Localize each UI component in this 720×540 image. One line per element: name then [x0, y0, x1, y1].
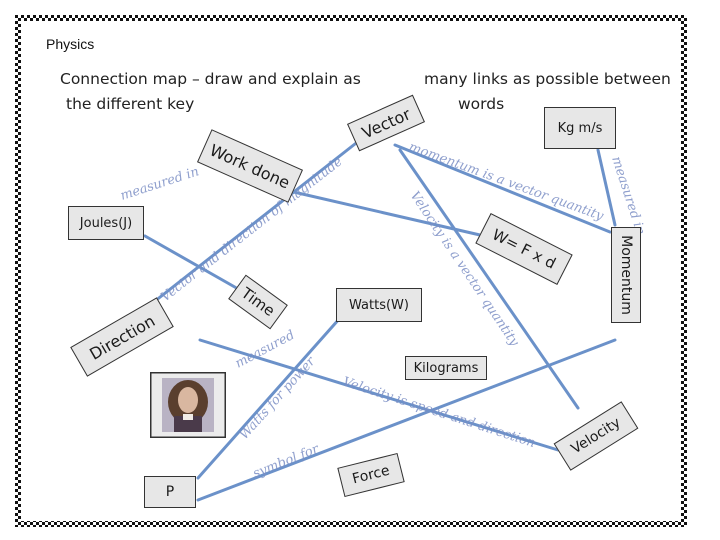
keyword-momentum: Momentum	[611, 227, 641, 323]
instruction-line-2a: the different key	[66, 95, 195, 113]
annotation-symbol-for: symbol for	[251, 441, 322, 481]
link-vector-momentum	[393, 143, 612, 234]
scientist-portrait-image	[150, 372, 226, 438]
annotation-momentum-vector: momentum is a vector quantity	[407, 140, 606, 225]
annotation-measured-in-1: measured in	[119, 164, 201, 204]
annotation-watts-power: Watts for power	[237, 354, 319, 443]
instruction-line-2b: words	[458, 95, 505, 113]
link-watts-p	[196, 316, 342, 480]
keyword-kilograms: Kilograms	[405, 356, 487, 380]
link-kgms-momentum	[596, 148, 617, 227]
page-title: Physics	[46, 36, 95, 52]
instruction-line-1b: many links as possible between	[424, 70, 671, 88]
annotation-measured: measured	[233, 328, 297, 372]
link-direction-velocity	[198, 338, 560, 452]
link-joules-time	[143, 234, 242, 292]
link-direction-vector	[148, 138, 362, 307]
annotation-speed-direction: Velocity is speed and direction	[341, 375, 537, 452]
link-workdone-formula	[283, 188, 482, 237]
annotation-velocity-vector: Velocity is a vector quantity	[407, 189, 522, 350]
keyword-p: P	[144, 476, 196, 508]
keyword-watts: Watts(W)	[336, 288, 422, 322]
keyword-joules: Joules(J)	[68, 206, 144, 240]
link-p-momentum	[196, 338, 617, 502]
keyword-kg-ms: Kg m/s	[544, 107, 616, 149]
instruction-line-1a: Connection map – draw and explain as	[60, 70, 361, 88]
